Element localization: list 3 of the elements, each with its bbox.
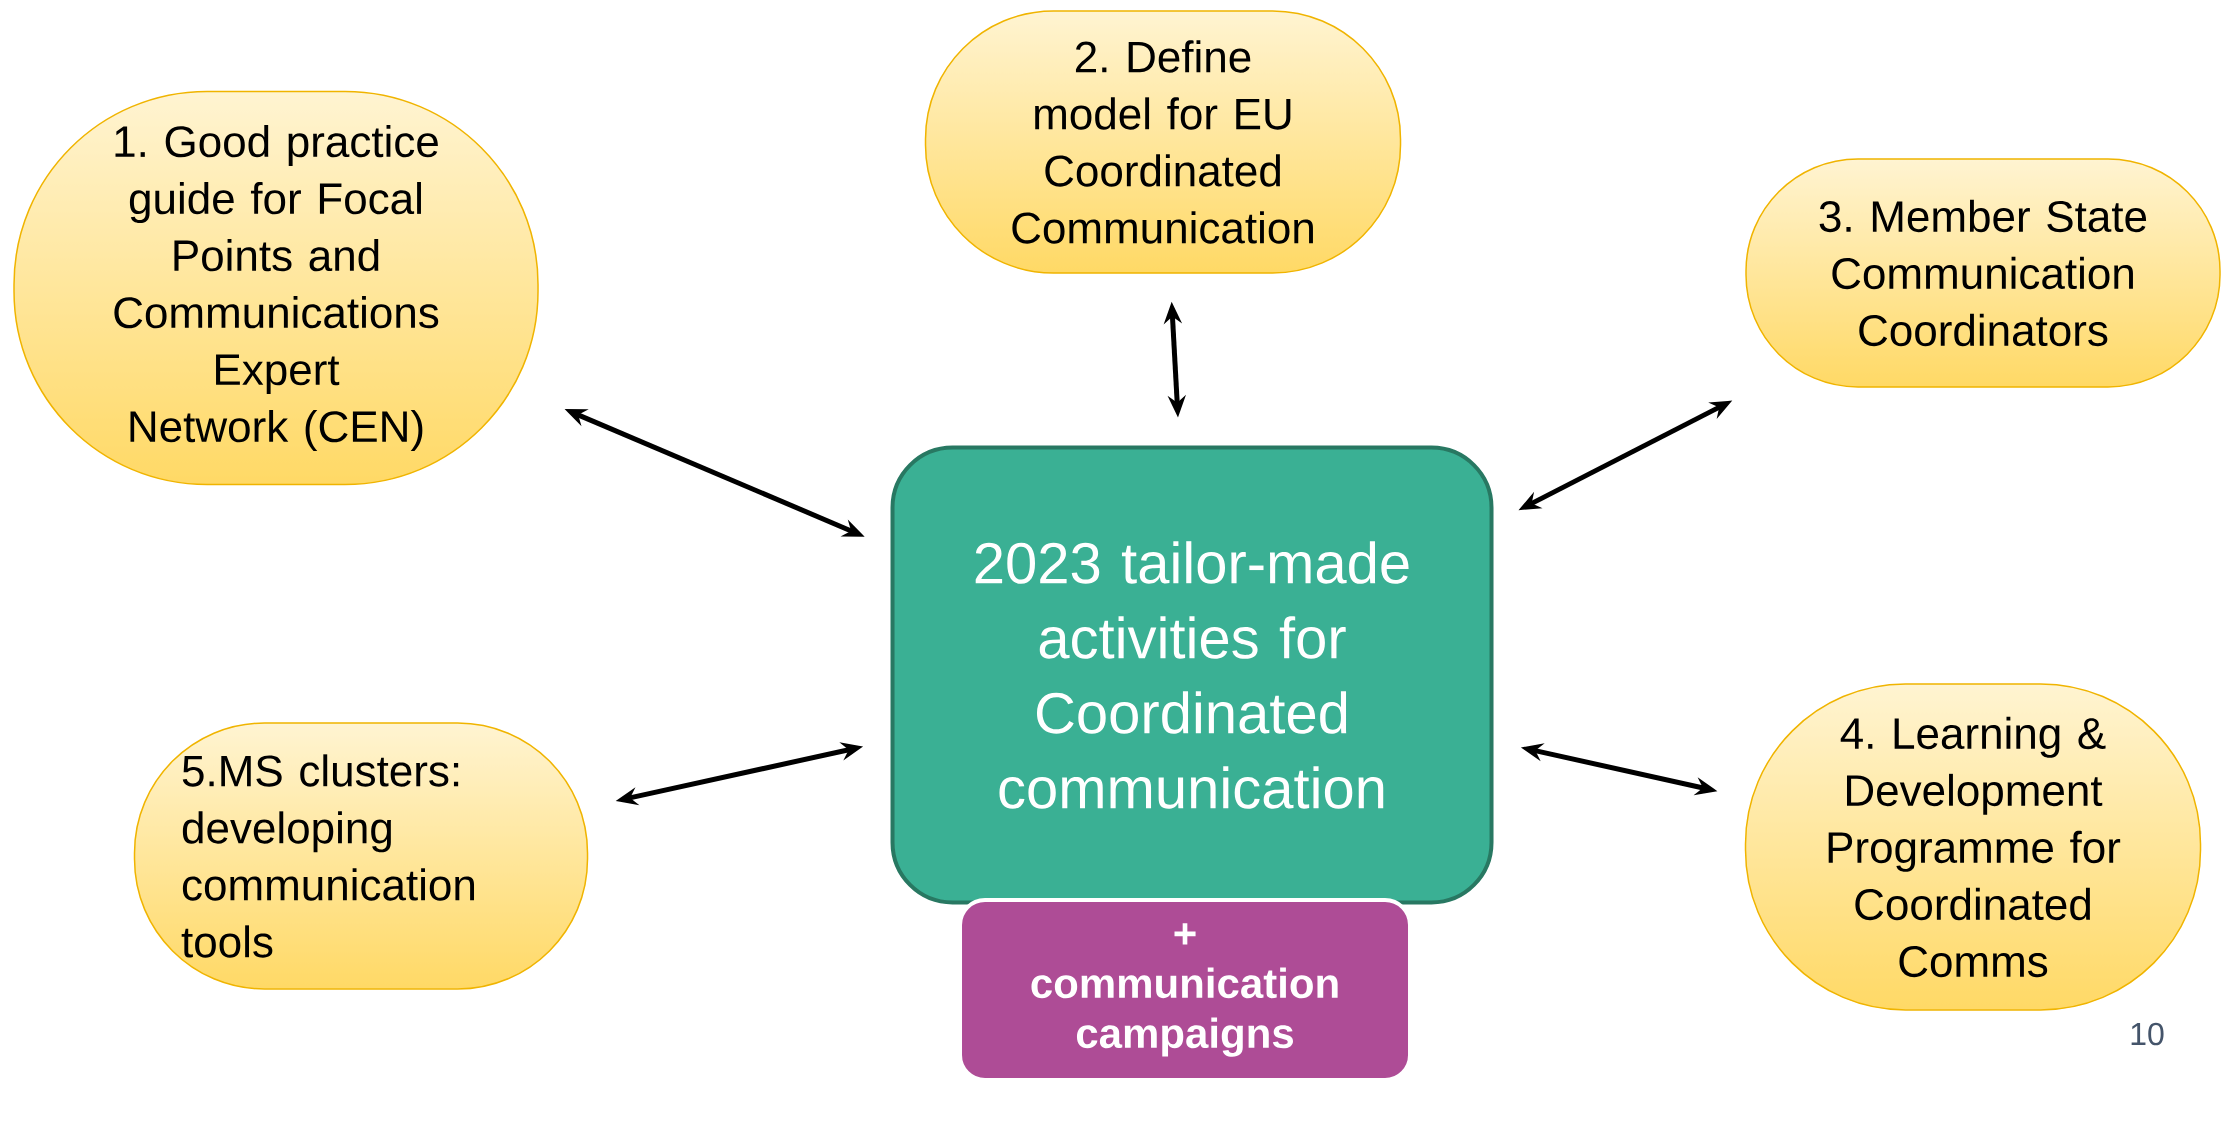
central-box: 2023 tailor-made activities for Coordinated communication [890, 445, 1494, 905]
campaign-tag: + communication campaigns [958, 898, 1412, 1082]
activity-box: 3. Member State Communication Coordinators [1745, 158, 2221, 388]
